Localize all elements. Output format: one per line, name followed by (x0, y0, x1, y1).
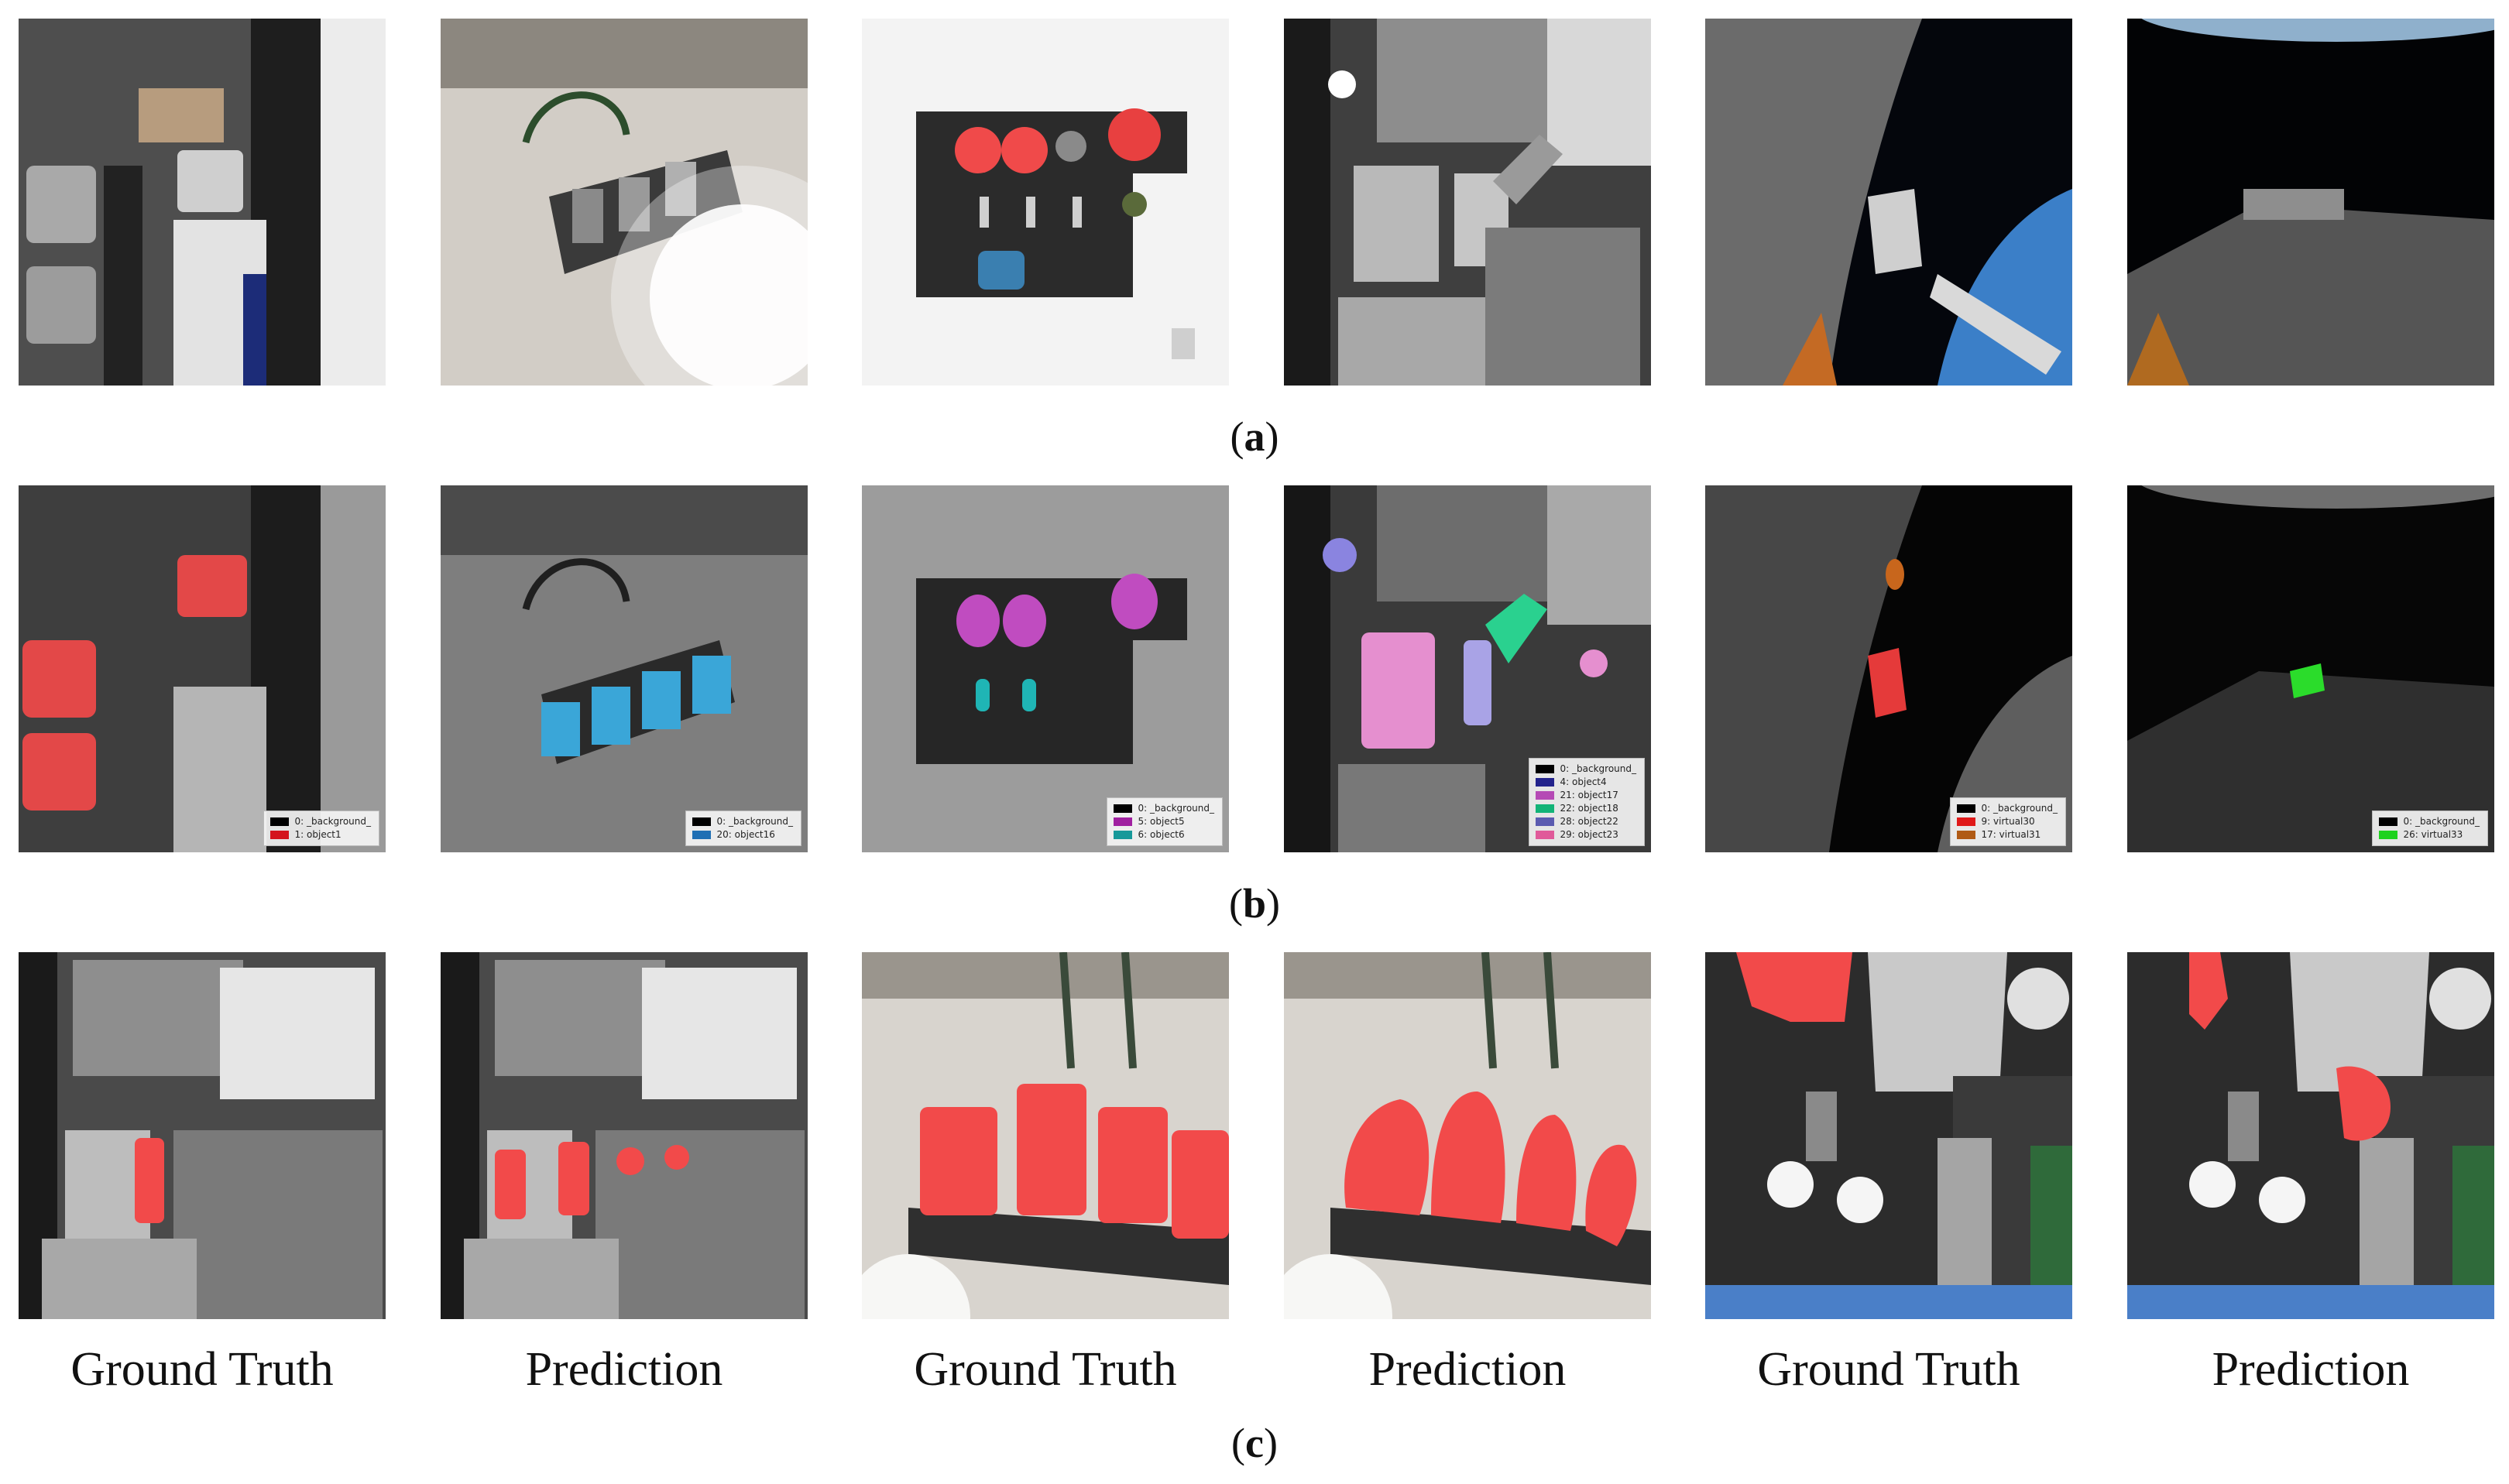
legend-item: 5: object5 (1113, 815, 1214, 828)
legend-item: 22: object18 (1535, 802, 1636, 815)
image-c3-ground-truth-connectors (862, 952, 1229, 1319)
legend-item: 26: virtual33 (2378, 828, 2480, 841)
legend-b2: 0: _background_ 20: object16 (685, 811, 801, 846)
legend-item: 0: _background_ (269, 815, 371, 828)
legend-item: 21: object17 (1535, 789, 1636, 802)
image-a2-cable-connectors (441, 19, 808, 386)
legend-item: 0: _background_ (2378, 815, 2480, 828)
legend-item: 28: object22 (1535, 815, 1636, 828)
mask-b3-switch-panel: 0: _background_ 5: object5 6: object6 (862, 485, 1229, 852)
mask-b1-equipment-rack: 0: _background_ 1: object1 (19, 485, 386, 852)
legend-item: 0: _background_ (1113, 802, 1214, 815)
legend-b1: 0: _background_ 1: object1 (263, 811, 379, 846)
image-c6-prediction-valves (2127, 952, 2494, 1319)
legend-item: 29: object23 (1535, 828, 1636, 841)
legend-item: 17: virtual31 (1956, 828, 2058, 841)
image-c2-prediction-rack (441, 952, 808, 1319)
legend-item: 4: object4 (1535, 776, 1636, 789)
legend-item: 6: object6 (1113, 828, 1214, 841)
row-label-b: (b) (1228, 880, 1280, 927)
caption-prediction: Prediction (525, 1343, 723, 1396)
caption-prediction: Prediction (2212, 1343, 2410, 1396)
legend-item: 0: _background_ (1535, 763, 1636, 776)
image-a5-station-exterior (1705, 19, 2072, 386)
legend-item: 0: _background_ (1956, 802, 2058, 815)
image-a6-station-exterior-earth (2127, 19, 2494, 386)
mask-b2-cable-connectors: 0: _background_ 20: object16 (441, 485, 808, 852)
image-a3-switch-panel (862, 19, 1229, 386)
caption-prediction: Prediction (1368, 1343, 1567, 1396)
legend-b6: 0: _background_ 26: virtual33 (2371, 811, 2488, 846)
image-a1-equipment-rack (19, 19, 386, 386)
legend-b5: 0: _background_ 9: virtual30 17: virtual… (1949, 797, 2066, 846)
row-label-c: (c) (1231, 1420, 1278, 1466)
caption-ground-truth: Ground Truth (70, 1343, 334, 1396)
mask-b5-station-exterior: 0: _background_ 9: virtual30 17: virtual… (1705, 485, 2072, 852)
legend-b3: 0: _background_ 5: object5 6: object6 (1106, 797, 1223, 846)
legend-item: 0: _background_ (692, 815, 793, 828)
image-c5-ground-truth-valves (1705, 952, 2072, 1319)
legend-item: 20: object16 (692, 828, 793, 841)
mask-b6-station-exterior-earth: 0: _background_ 26: virtual33 (2127, 485, 2494, 852)
legend-b4: 0: _background_ 4: object4 21: object17 … (1528, 758, 1645, 846)
image-c4-prediction-connectors (1284, 952, 1651, 1319)
legend-item: 9: virtual30 (1956, 815, 2058, 828)
row-label-a: (a) (1230, 413, 1279, 460)
legend-item: 1: object1 (269, 828, 371, 841)
mask-b4-hardware-closeup: 0: _background_ 4: object4 21: object17 … (1284, 485, 1651, 852)
caption-ground-truth: Ground Truth (914, 1343, 1177, 1396)
image-a4-hardware-closeup (1284, 19, 1651, 386)
image-c1-ground-truth-rack (19, 952, 386, 1319)
caption-ground-truth: Ground Truth (1757, 1343, 2020, 1396)
